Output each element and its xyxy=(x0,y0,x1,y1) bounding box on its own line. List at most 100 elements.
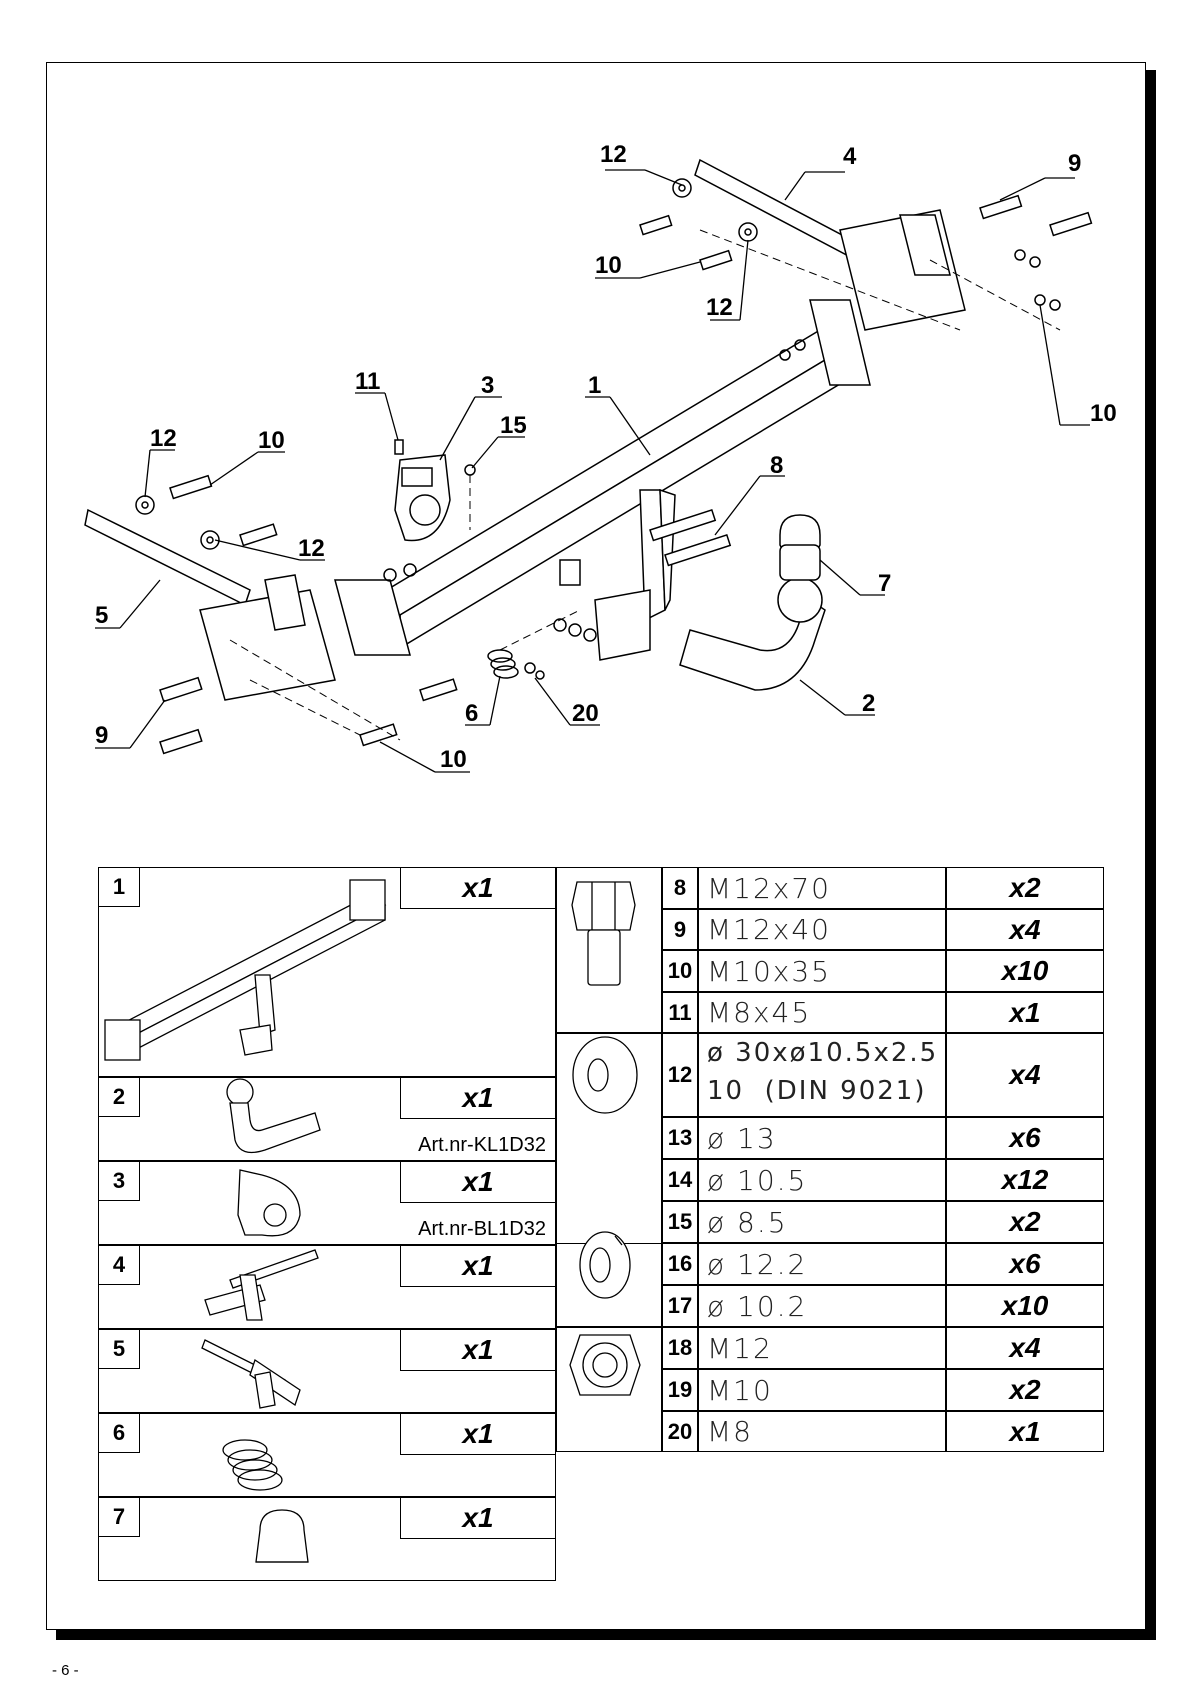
callout-10: 10 xyxy=(440,746,467,773)
ball-cap-part-7 xyxy=(779,514,821,581)
sketch-bracket-5 xyxy=(201,1339,301,1409)
callout-3: 3 xyxy=(481,372,495,399)
spec-text: M12 xyxy=(698,1327,946,1369)
spec-line-2: 10 (DIN 9021) xyxy=(707,1076,927,1106)
callout-10: 10 xyxy=(595,252,622,279)
spec-text: ø 13 xyxy=(698,1117,946,1159)
callout-12: 12 xyxy=(600,141,627,168)
spec-number: 8 xyxy=(662,867,698,909)
sketch-towball xyxy=(226,1078,321,1154)
spec-quantity: x2 xyxy=(946,1201,1104,1243)
spec-quantity: x2 xyxy=(946,867,1104,909)
article-number: Art.nr-BL1D32 xyxy=(418,1218,546,1240)
spec-number: 20 xyxy=(662,1411,698,1452)
part-number: 1 xyxy=(98,867,140,907)
callout-11: 11 xyxy=(355,368,381,395)
spec-number: 16 xyxy=(662,1243,698,1285)
part-quantity: x1 xyxy=(400,1245,556,1287)
callout-9: 9 xyxy=(95,722,109,749)
spec-quantity: x4 xyxy=(946,1327,1104,1369)
bolt-icon xyxy=(571,881,636,986)
part-number: 7 xyxy=(98,1497,140,1537)
spec-quantity: x10 xyxy=(946,1285,1104,1327)
spec-number: 19 xyxy=(662,1369,698,1411)
callout-8: 8 xyxy=(770,452,784,479)
washer-icon xyxy=(572,1036,638,1114)
side-bracket-part-4 xyxy=(694,158,966,331)
part-quantity: x1 xyxy=(400,1329,556,1371)
spec-text-two-line: ø 30xø10.5x2.5 10 (DIN 9021) xyxy=(698,1033,946,1117)
spec-line-1: ø 30xø10.5x2.5 xyxy=(707,1038,939,1068)
towball-part-2 xyxy=(679,577,826,691)
spec-quantity: x6 xyxy=(946,1243,1104,1285)
spec-quantity: x10 xyxy=(946,950,1104,992)
spec-text: M10 xyxy=(698,1369,946,1411)
callout-9: 9 xyxy=(1068,150,1082,177)
spec-text: ø 8.5 xyxy=(698,1201,946,1243)
callout-10: 10 xyxy=(258,427,285,454)
part-number: 3 xyxy=(98,1161,140,1201)
part-number: 6 xyxy=(98,1413,140,1453)
article-number: Art.nr-KL1D32 xyxy=(418,1134,546,1156)
callout-leaders xyxy=(95,169,1090,773)
spec-text: M8x45 xyxy=(698,992,946,1033)
towbar-bracket xyxy=(559,488,676,661)
callout-1: 1 xyxy=(588,372,602,399)
callout-20: 20 xyxy=(572,700,599,727)
callout-12: 12 xyxy=(706,294,733,321)
main-crossbar-part-1 xyxy=(334,299,871,656)
page-number: - 6 - xyxy=(52,1662,79,1679)
spec-quantity: x12 xyxy=(946,1159,1104,1201)
spec-quantity: x4 xyxy=(946,1033,1104,1117)
side-bracket-part-5 xyxy=(84,508,336,701)
spec-number: 9 xyxy=(662,909,698,950)
callout-6: 6 xyxy=(465,700,479,727)
part-quantity: x1 xyxy=(400,1413,556,1455)
callout-10: 10 xyxy=(1090,400,1117,427)
spec-number: 14 xyxy=(662,1159,698,1201)
spec-quantity: x4 xyxy=(946,909,1104,950)
spec-text: ø 10.2 xyxy=(698,1285,946,1327)
socket-plate-part-3 xyxy=(394,454,451,542)
callout-2: 2 xyxy=(862,690,876,717)
spec-number: 10 xyxy=(662,950,698,992)
part-number: 2 xyxy=(98,1077,140,1117)
spec-text: ø 10.5 xyxy=(698,1159,946,1201)
part-quantity: x1 xyxy=(400,1161,556,1203)
spec-quantity: x1 xyxy=(946,992,1104,1033)
spec-text: M12x70 xyxy=(698,867,946,909)
callout-12: 12 xyxy=(150,425,177,452)
spec-number: 11 xyxy=(662,992,698,1033)
spec-number: 17 xyxy=(662,1285,698,1327)
callout-12: 12 xyxy=(298,535,325,562)
spec-number: 13 xyxy=(662,1117,698,1159)
spec-text: M8 xyxy=(698,1411,946,1452)
part-quantity: x1 xyxy=(400,1077,556,1119)
spec-quantity: x6 xyxy=(946,1117,1104,1159)
spec-number: 15 xyxy=(662,1201,698,1243)
spec-quantity: x2 xyxy=(946,1369,1104,1411)
nut-icon xyxy=(569,1334,641,1396)
sketch-crossbar xyxy=(104,879,387,1061)
spec-text: ø 12.2 xyxy=(698,1243,946,1285)
spec-number: 18 xyxy=(662,1327,698,1369)
callout-15: 15 xyxy=(500,412,527,439)
sketch-socket-plate xyxy=(237,1169,301,1237)
sketch-ball-cap xyxy=(255,1509,309,1563)
spring-washer-icon xyxy=(579,1231,631,1299)
callout-4: 4 xyxy=(843,143,857,170)
assembly-lines xyxy=(229,229,1061,741)
part-quantity: x1 xyxy=(400,1497,556,1539)
spec-text: M12x40 xyxy=(698,909,946,950)
sketch-spring xyxy=(222,1439,283,1491)
sketch-bracket-4 xyxy=(204,1249,319,1321)
fasteners xyxy=(135,178,1093,755)
part-number: 5 xyxy=(98,1329,140,1369)
part-quantity: x1 xyxy=(400,867,556,909)
spec-quantity: x1 xyxy=(946,1411,1104,1452)
spec-number: 12 xyxy=(662,1033,698,1117)
callout-5: 5 xyxy=(95,602,109,629)
